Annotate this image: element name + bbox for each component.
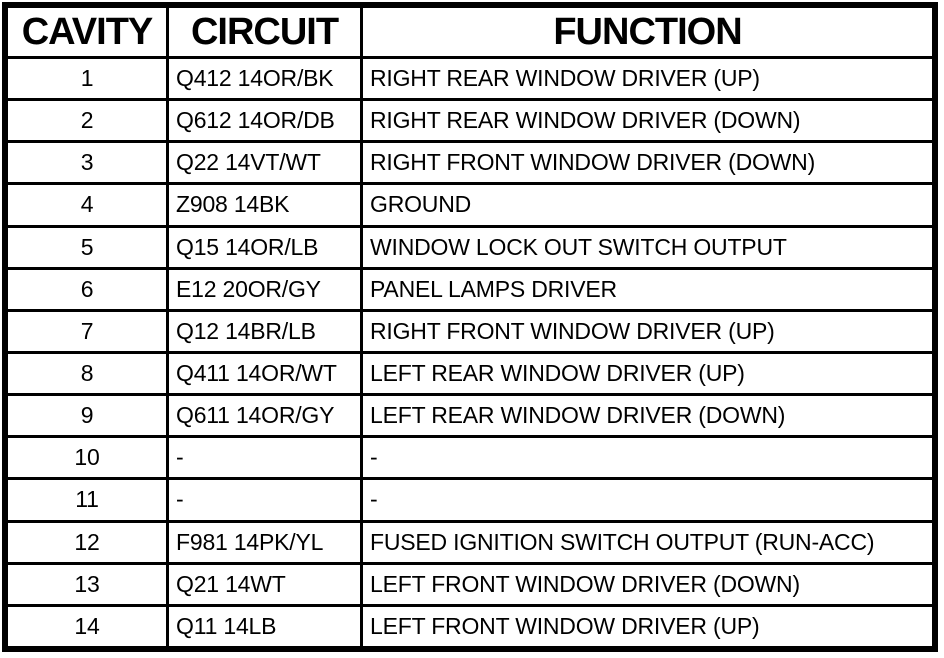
circuit-cell: Q411 14OR/WT [166,353,360,394]
function-cell: FUSED IGNITION SWITCH OUTPUT (RUN-ACC) [360,522,932,562]
table-row: 8 Q411 14OR/WT LEFT REAR WINDOW DRIVER (… [8,350,932,394]
table-row: 4 Z908 14BK GROUND [8,182,932,225]
function-cell: RIGHT FRONT WINDOW DRIVER (DOWN) [360,143,932,183]
function-cell: GROUND [360,185,932,225]
function-cell: RIGHT REAR WINDOW DRIVER (DOWN) [360,101,932,141]
table-row: 10 - - [8,435,932,478]
column-header-circuit: CIRCUIT [166,8,360,56]
circuit-cell: - [166,480,360,520]
cavity-cell: 7 [80,317,94,344]
column-header-function: FUNCTION [360,8,932,56]
circuit-cell: E12 20OR/GY [166,269,360,309]
cavity-cell: 9 [80,402,94,429]
circuit-cell: Q12 14BR/LB [166,311,360,351]
pinout-table: CAVITY CIRCUIT FUNCTION 1 Q412 14OR/BK R… [2,2,938,652]
function-cell: RIGHT REAR WINDOW DRIVER (UP) [360,59,932,99]
cavity-cell: 10 [74,444,100,471]
cavity-cell: 13 [74,570,100,597]
column-header-cavity: CAVITY [21,10,154,53]
cavity-cell: 12 [74,528,100,555]
table-row: 7 Q12 14BR/LB RIGHT FRONT WINDOW DRIVER … [8,308,932,351]
table-row: 6 E12 20OR/GY PANEL LAMPS DRIVER [8,266,932,309]
cavity-cell: 11 [75,486,99,513]
function-cell: LEFT FRONT WINDOW DRIVER (UP) [360,606,932,646]
table-row: 14 Q11 14LB LEFT FRONT WINDOW DRIVER (UP… [8,603,932,646]
circuit-cell: Q412 14OR/BK [166,59,360,99]
cavity-cell: 2 [80,107,94,134]
table-row: 12 F981 14PK/YL FUSED IGNITION SWITCH OU… [8,519,932,562]
circuit-cell: - [166,438,360,478]
cavity-cell: 1 [80,65,94,92]
table-row: 5 Q15 14OR/LB WINDOW LOCK OUT SWITCH OUT… [8,224,932,267]
table-header-row: CAVITY CIRCUIT FUNCTION [8,8,932,56]
table-row: 1 Q412 14OR/BK RIGHT REAR WINDOW DRIVER … [8,56,932,99]
function-cell: LEFT REAR WINDOW DRIVER (UP) [360,353,932,394]
circuit-cell: Q22 14VT/WT [166,143,360,183]
function-cell: - [360,438,932,478]
circuit-cell: Q11 14LB [166,606,360,646]
circuit-cell: Q21 14WT [166,564,360,604]
table-row: 9 Q611 14OR/GY LEFT REAR WINDOW DRIVER (… [8,393,932,436]
table-row: 3 Q22 14VT/WT RIGHT FRONT WINDOW DRIVER … [8,140,932,183]
function-cell: RIGHT FRONT WINDOW DRIVER (UP) [360,311,932,351]
function-cell: LEFT FRONT WINDOW DRIVER (DOWN) [360,564,932,604]
function-cell: WINDOW LOCK OUT SWITCH OUTPUT [360,227,932,267]
cavity-cell: 4 [80,191,94,218]
circuit-cell: F981 14PK/YL [166,522,360,562]
cavity-cell: 8 [80,360,94,387]
circuit-cell: Q611 14OR/GY [166,396,360,436]
table-row: 11 - - [8,477,932,520]
cavity-cell: 3 [80,149,94,176]
cavity-cell: 6 [80,275,94,302]
cavity-cell: 5 [80,233,94,260]
circuit-cell: Q15 14OR/LB [166,227,360,267]
table-row: 2 Q612 14OR/DB RIGHT REAR WINDOW DRIVER … [8,98,932,141]
cavity-cell: 14 [74,612,100,639]
function-cell: PANEL LAMPS DRIVER [360,269,932,309]
table-row: 13 Q21 14WT LEFT FRONT WINDOW DRIVER (DO… [8,561,932,604]
circuit-cell: Q612 14OR/DB [166,101,360,141]
function-cell: - [360,480,932,520]
function-cell: LEFT REAR WINDOW DRIVER (DOWN) [360,396,932,436]
circuit-cell: Z908 14BK [166,185,360,225]
